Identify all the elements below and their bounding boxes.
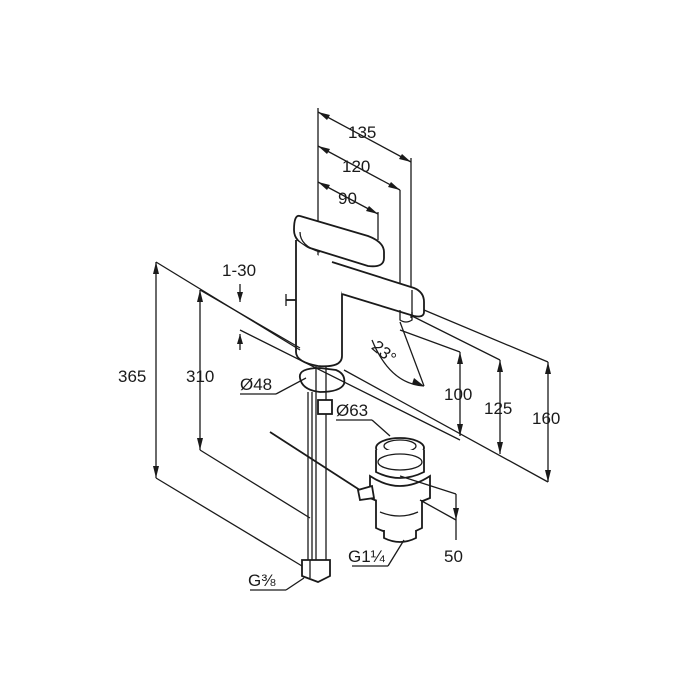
- dim-group-left: [153, 261, 311, 567]
- dim-90: 90: [338, 189, 357, 208]
- dim-310: 310: [186, 367, 214, 386]
- dim-group-drain: [250, 419, 459, 591]
- dim-50: 50: [444, 547, 463, 566]
- dim-120: 120: [342, 157, 370, 176]
- dim-diameter-63: Ø63: [336, 401, 368, 420]
- dim-125: 125: [484, 399, 512, 418]
- label-thread-g1-1-4: G1¼: [348, 547, 386, 566]
- faucet-body: [285, 214, 425, 368]
- pop-up-waste: [356, 437, 431, 543]
- dim-group-top: [317, 108, 412, 318]
- dim-diameter-48: Ø48: [240, 375, 272, 394]
- dim-135: 135: [348, 123, 376, 142]
- dim-1-30: 1-30: [222, 261, 256, 280]
- mounting-assembly: [269, 366, 367, 583]
- dim-100: 100: [444, 385, 472, 404]
- dim-group-right: [239, 309, 551, 483]
- label-thread-g38: G⅜: [248, 571, 276, 590]
- dim-160: 160: [532, 409, 560, 428]
- dim-365: 365: [118, 367, 146, 386]
